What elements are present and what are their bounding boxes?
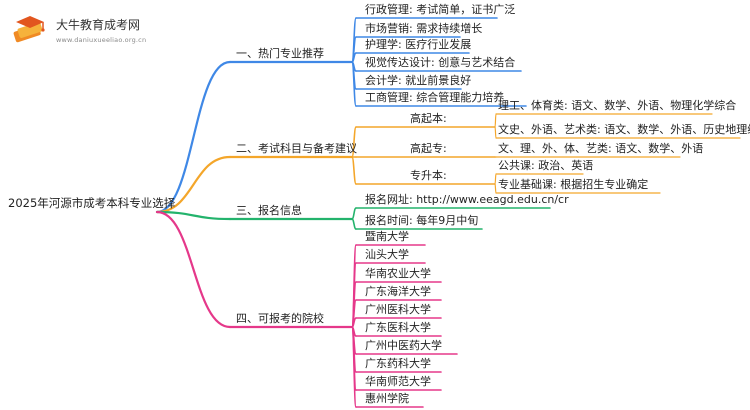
child-link <box>351 61 357 107</box>
graduation-cap-book-icon <box>10 14 50 44</box>
branch-label: 四、可报考的院校 <box>236 312 324 325</box>
child-link <box>351 207 357 220</box>
list-item: 会计学: 就业前景良好 <box>365 74 472 87</box>
brand-name: 大牛教育成考网 <box>56 18 141 32</box>
grandchild-link <box>494 183 497 194</box>
branch-label: 一、热门专业推荐 <box>236 47 324 60</box>
college-item: 广州医科大学 <box>365 303 431 316</box>
list-item: 行政管理: 考试简单，证书广泛 <box>365 3 516 16</box>
branch-link <box>155 210 232 329</box>
college-item: 华南师范大学 <box>365 375 431 388</box>
child-link <box>351 218 357 230</box>
branch-link <box>155 60 232 214</box>
list-item: 报名时间: 每年9月中旬 <box>365 214 479 227</box>
grandchild-link <box>494 113 497 128</box>
college-item: 广州中医药大学 <box>365 339 442 352</box>
grandchild-link <box>494 173 497 185</box>
brand-url: www.daniuxueeliao.org.cn <box>56 36 147 44</box>
category-label: 高起本: <box>410 112 447 125</box>
child-link <box>351 326 357 408</box>
subject-item: 公共课: 政治、英语 <box>498 159 594 172</box>
list-item: 护理学: 医疗行业发展 <box>365 38 472 51</box>
category-label: 高起专: <box>410 142 447 155</box>
college-item: 汕头大学 <box>365 248 409 261</box>
branch-label: 三、报名信息 <box>236 204 302 217</box>
child-link <box>351 156 357 185</box>
college-item: 广东医科大学 <box>365 321 431 334</box>
subject-item: 文、理、外、体、艺类: 语文、数学、外语 <box>498 142 704 155</box>
college-item: 惠州学院 <box>365 392 409 405</box>
college-item: 华南农业大学 <box>365 267 431 280</box>
college-item: 暨南大学 <box>365 230 409 243</box>
list-item: 视觉传达设计: 创意与艺术结合 <box>365 56 516 69</box>
list-item: 报名网址: http://www.eeagd.edu.cn/cr <box>365 193 569 206</box>
category-label: 专升本: <box>410 169 447 182</box>
branch-label: 二、考试科目与备考建议 <box>236 142 357 155</box>
list-item: 市场营销: 需求持续增长 <box>365 22 483 35</box>
college-item: 广东海洋大学 <box>365 285 431 298</box>
list-item: 工商管理: 综合管理能力培养 <box>365 91 505 104</box>
child-link <box>351 126 357 158</box>
root-node: 2025年河源市成考本科专业选择 <box>8 196 176 210</box>
subject-item: 理工、体育类: 语文、数学、外语、物理化学综合 <box>498 99 737 112</box>
grandchild-link <box>494 126 497 139</box>
college-item: 广东药科大学 <box>365 357 431 370</box>
subject-item: 专业基础课: 根据招生专业确定 <box>498 178 649 191</box>
branch-link <box>155 210 232 221</box>
branch-link <box>155 155 232 214</box>
subject-item: 文史、外语、艺术类: 语文、数学、外语、历史地理综合 <box>498 123 750 136</box>
